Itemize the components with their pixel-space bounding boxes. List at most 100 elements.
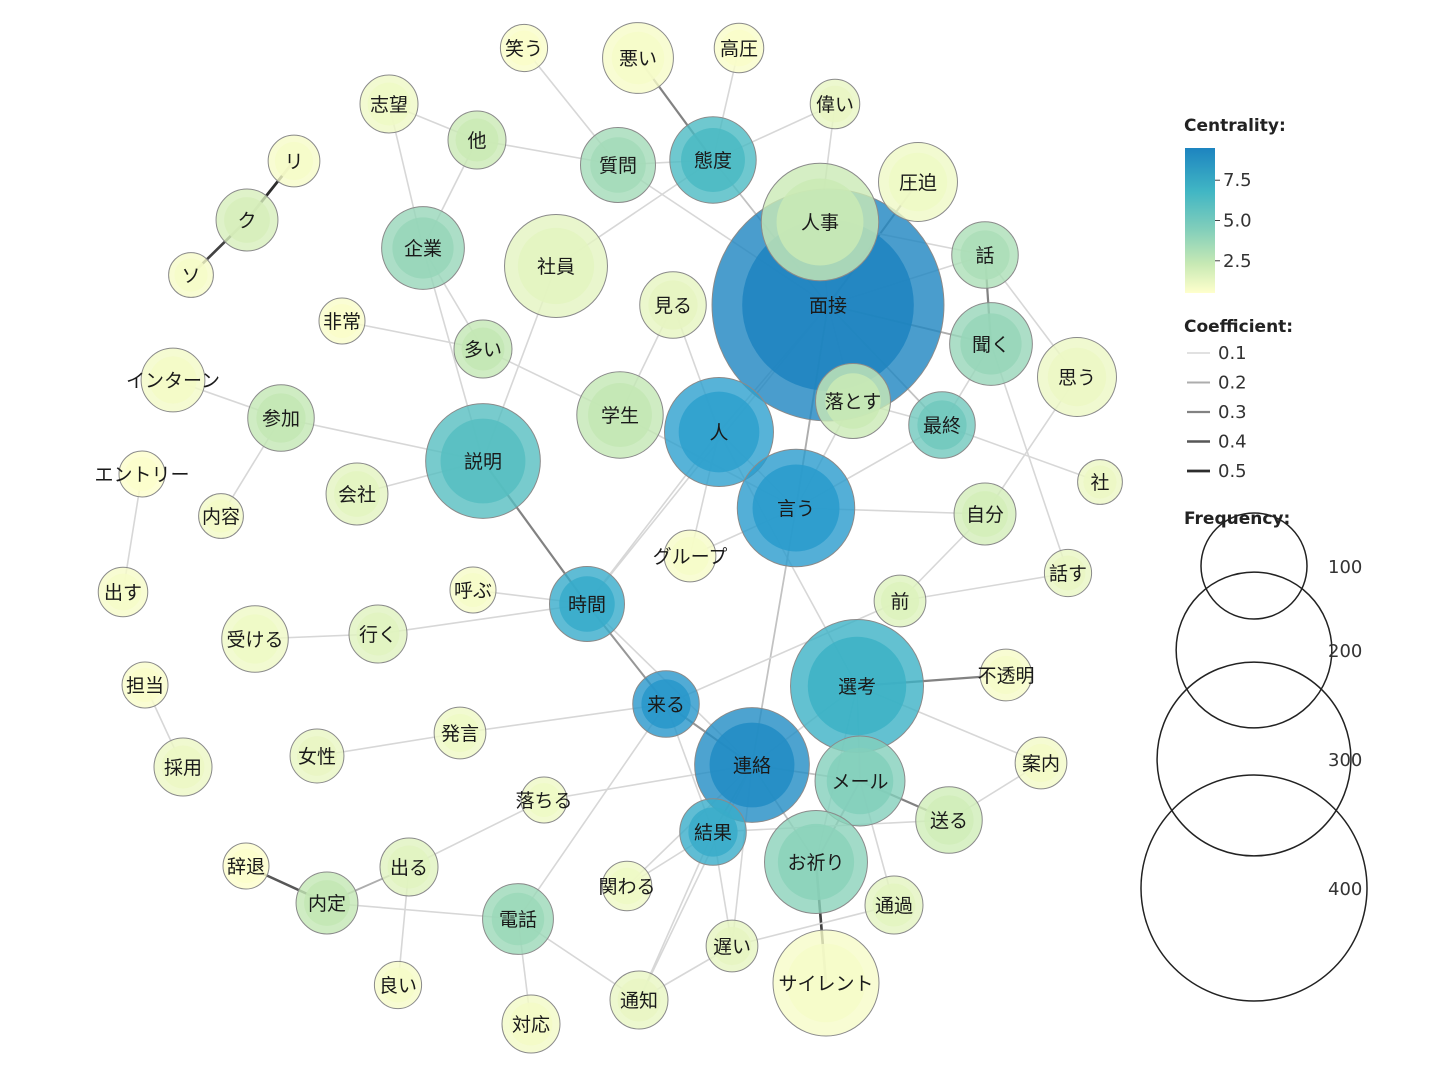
node[interactable]: 採用: [153, 737, 213, 797]
node[interactable]: ク: [215, 188, 279, 252]
node[interactable]: 不透明: [977, 648, 1035, 702]
node[interactable]: サイレント: [772, 929, 880, 1037]
node-label: 他: [467, 130, 486, 152]
node-label: 圧迫: [899, 172, 937, 194]
node[interactable]: 悪い: [602, 22, 674, 94]
node[interactable]: 辞退: [222, 842, 270, 890]
node[interactable]: 学生: [576, 371, 664, 459]
node[interactable]: 自分: [953, 482, 1017, 546]
node-core: [888, 152, 948, 212]
node[interactable]: 高圧: [713, 22, 765, 74]
node-label: 結果: [694, 822, 732, 844]
node[interactable]: 人: [664, 377, 774, 487]
node[interactable]: 他: [447, 110, 507, 170]
node[interactable]: リ: [267, 134, 321, 188]
node[interactable]: 見る: [639, 271, 707, 339]
node[interactable]: 説明: [425, 403, 541, 519]
node[interactable]: 内定: [295, 871, 359, 935]
node[interactable]: 参加: [247, 384, 315, 452]
node[interactable]: 関わる: [598, 860, 656, 912]
node[interactable]: グループ: [653, 529, 728, 583]
node-core: [962, 491, 1008, 537]
node[interactable]: 行く: [348, 604, 408, 664]
node[interactable]: 良い: [373, 960, 423, 1010]
node-core: [776, 178, 864, 266]
node[interactable]: 発言: [433, 706, 487, 760]
node[interactable]: 出る: [379, 837, 439, 897]
node[interactable]: お祈り: [764, 810, 868, 914]
node[interactable]: 時間: [549, 566, 625, 642]
node[interactable]: 圧迫: [878, 142, 958, 222]
node-label: 内容: [202, 506, 240, 528]
node[interactable]: 企業: [381, 206, 465, 290]
node[interactable]: インターン: [126, 347, 220, 413]
node[interactable]: 内容: [198, 493, 244, 539]
node[interactable]: 電話: [482, 883, 554, 955]
node[interactable]: 聞く: [949, 302, 1033, 386]
node[interactable]: 女性: [289, 728, 345, 784]
node-core: [380, 967, 416, 1003]
node[interactable]: 最終: [908, 391, 976, 459]
node[interactable]: 連絡: [694, 707, 810, 823]
node-label: 悪い: [619, 48, 657, 70]
nodes-layer: 面接人事態度質問悪い高圧偉い笑う志望他企業社員見る圧迫話聞く思う非常多い学生人落…: [94, 22, 1123, 1054]
node[interactable]: メール: [814, 735, 906, 827]
node[interactable]: 来る: [632, 670, 700, 738]
node-core: [149, 356, 197, 404]
node[interactable]: 出す: [97, 566, 149, 618]
node[interactable]: 笑う: [499, 23, 549, 73]
node-label: 聞く: [972, 334, 1010, 356]
node-label: 多い: [464, 339, 502, 361]
node[interactable]: 通知: [609, 970, 669, 1030]
node[interactable]: 送る: [915, 786, 983, 854]
node-core: [641, 679, 691, 729]
node-label: ソ: [181, 265, 200, 287]
node[interactable]: 話: [951, 221, 1019, 289]
node-core: [491, 892, 545, 946]
node[interactable]: 通過: [864, 875, 924, 935]
frequency-label: 200: [1328, 641, 1362, 662]
node[interactable]: 対応: [501, 994, 561, 1054]
node[interactable]: 思う: [1037, 337, 1117, 417]
node[interactable]: 担当: [121, 661, 169, 709]
node-core: [387, 845, 431, 889]
node[interactable]: 遅い: [705, 919, 759, 973]
node[interactable]: 偉い: [809, 78, 861, 130]
node-core: [1021, 743, 1061, 783]
node-core: [678, 391, 760, 473]
node-label: 態度: [694, 150, 732, 172]
node[interactable]: エントリー: [94, 450, 190, 498]
node[interactable]: 案内: [1014, 736, 1068, 790]
node[interactable]: 落とす: [815, 363, 891, 439]
node-core: [807, 636, 907, 736]
node[interactable]: 受ける: [221, 605, 289, 673]
node[interactable]: 選考: [790, 619, 924, 753]
node[interactable]: 会社: [325, 462, 389, 526]
node[interactable]: 話す: [1043, 548, 1093, 598]
node[interactable]: 前: [873, 574, 927, 628]
node[interactable]: 落ちる: [515, 776, 573, 824]
node-label: 話: [975, 245, 994, 267]
node[interactable]: 質問: [580, 127, 656, 203]
node-label: 参加: [262, 408, 300, 430]
node-core: [712, 926, 752, 966]
node-core: [960, 313, 1022, 375]
coefficient-label: 0.3: [1218, 402, 1247, 423]
node[interactable]: 言う: [736, 448, 856, 568]
node-core: [559, 576, 615, 632]
node[interactable]: 多い: [453, 319, 513, 379]
node[interactable]: 社員: [504, 214, 608, 318]
node[interactable]: 人事: [760, 162, 880, 282]
node[interactable]: 社: [1077, 459, 1123, 505]
node[interactable]: 非常: [318, 297, 366, 345]
node-core: [608, 867, 646, 905]
node[interactable]: 態度: [669, 116, 757, 204]
node[interactable]: 呼ぶ: [449, 566, 497, 614]
node[interactable]: 志望: [359, 74, 419, 134]
node-core: [1083, 465, 1117, 499]
node[interactable]: ソ: [168, 252, 214, 298]
legend-coefficient-title: Coefficient:: [1184, 317, 1293, 337]
node-label: 発言: [441, 723, 479, 745]
node[interactable]: 結果: [679, 798, 747, 866]
